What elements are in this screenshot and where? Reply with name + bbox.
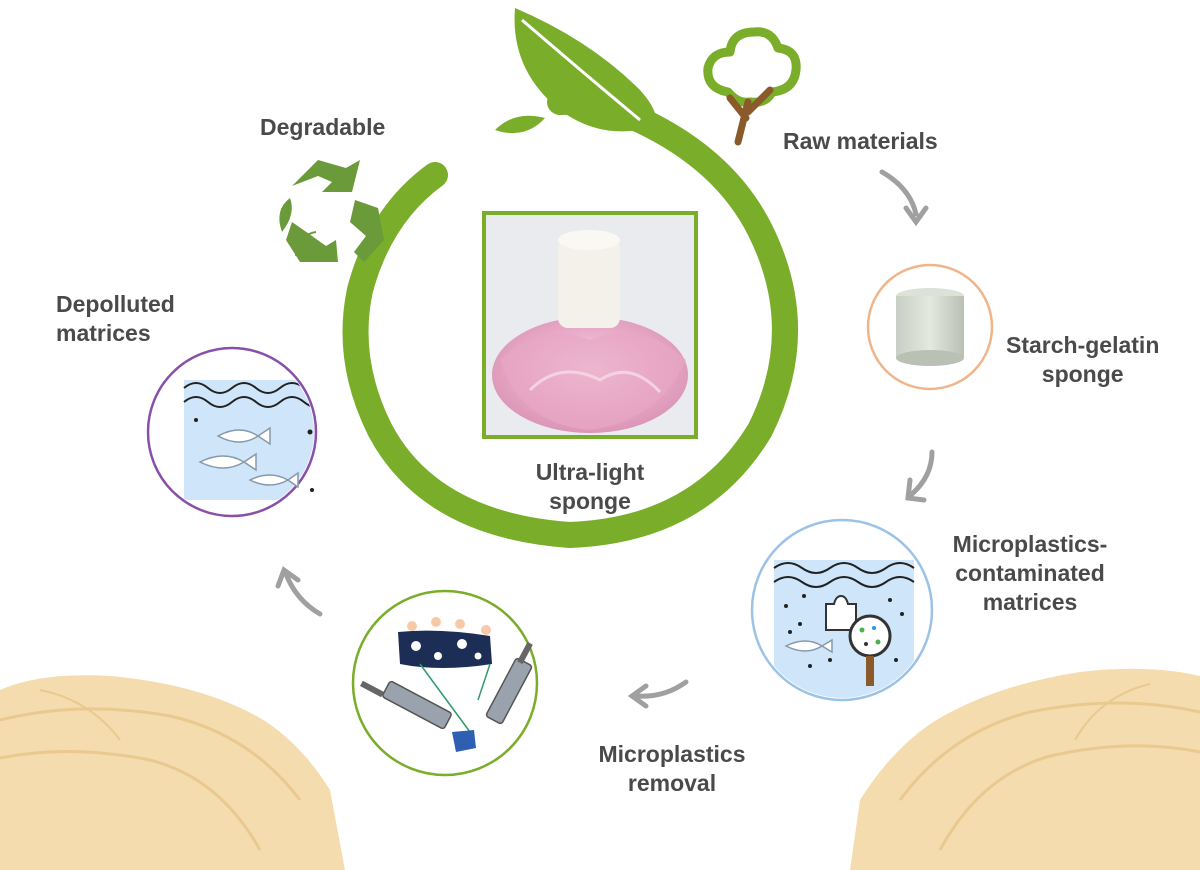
ultralight-sponge-photo <box>482 211 698 439</box>
label-line: matrices <box>56 320 151 346</box>
syringe-icon <box>359 680 452 730</box>
label-line: contaminated <box>955 560 1105 586</box>
fish-icon <box>198 426 299 489</box>
magnifier-icon <box>848 614 892 686</box>
label-line: Ultra-light <box>535 459 645 485</box>
depolluted-matrices-circle <box>146 346 318 518</box>
tree-icon <box>703 27 801 146</box>
cycle-arrows <box>275 169 935 709</box>
right-hand <box>850 668 1200 870</box>
label-depolluted-matrices: Depolluted matrices <box>56 290 175 348</box>
label-degradable: Degradable <box>260 114 386 140</box>
label-line: Starch-gelatin <box>1006 332 1160 358</box>
recycle-icon <box>279 160 384 262</box>
label-line: Microplastics- <box>952 531 1108 557</box>
arrow-raw-to-sponge <box>879 169 929 227</box>
label-ultralight-sponge: Ultra-light sponge <box>520 458 660 516</box>
arrow-contaminated-to-removal <box>627 679 689 709</box>
syringe-icon <box>485 641 533 725</box>
label-line: sponge <box>1041 361 1124 387</box>
label-line: removal <box>627 770 717 796</box>
contaminated-matrices-circle <box>750 518 934 702</box>
left-hand <box>0 675 345 870</box>
fish-icon <box>784 638 833 654</box>
plastic-bag-icon <box>825 594 857 631</box>
starch-gelatin-sponge-circle <box>866 263 994 391</box>
microplastics-removal-circle <box>351 589 539 777</box>
arrow-sponge-to-contaminated <box>905 449 935 503</box>
leaf-icon <box>495 8 656 134</box>
arrow-removal-to-depolluted <box>275 566 323 617</box>
green-cycle-ring <box>342 88 798 549</box>
label-line: sponge <box>549 488 631 514</box>
label-raw-materials: Raw materials <box>783 128 938 154</box>
label-line: Depolluted <box>56 291 175 317</box>
label-starch-gelatin-sponge: Starch-gelatin sponge <box>1006 331 1159 389</box>
label-line: Microplastics <box>598 741 746 767</box>
label-contaminated-matrices: Microplastics- contaminated matrices <box>940 530 1120 617</box>
label-microplastics-removal: Microplastics removal <box>582 740 762 798</box>
label-line: matrices <box>982 589 1078 615</box>
